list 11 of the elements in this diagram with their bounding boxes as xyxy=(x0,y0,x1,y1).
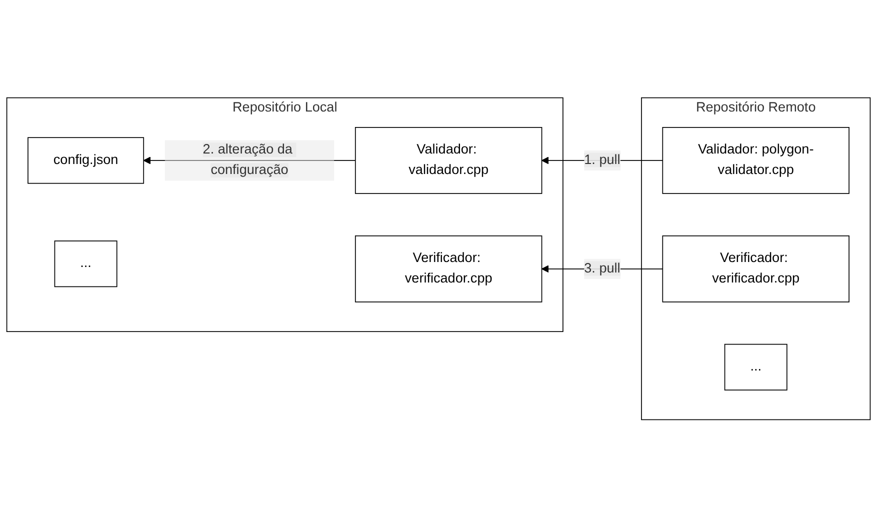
node-box: Validador: polygon-validator.cpp xyxy=(662,126,850,194)
edge-label: 3. pull xyxy=(584,261,620,276)
node-box: Verificador: verificador.cpp xyxy=(354,235,542,302)
node-box: Verificador: verificador.cpp xyxy=(662,235,850,302)
edge-label: 2. alteração da configuração xyxy=(202,142,292,178)
node-box: config.json xyxy=(28,136,144,184)
node-box: Validador: validador.cpp xyxy=(354,126,542,194)
edge-label: 1. pull xyxy=(584,152,620,168)
arrow xyxy=(143,156,356,164)
node-box: ... xyxy=(724,344,788,390)
node-box: ... xyxy=(54,240,118,287)
